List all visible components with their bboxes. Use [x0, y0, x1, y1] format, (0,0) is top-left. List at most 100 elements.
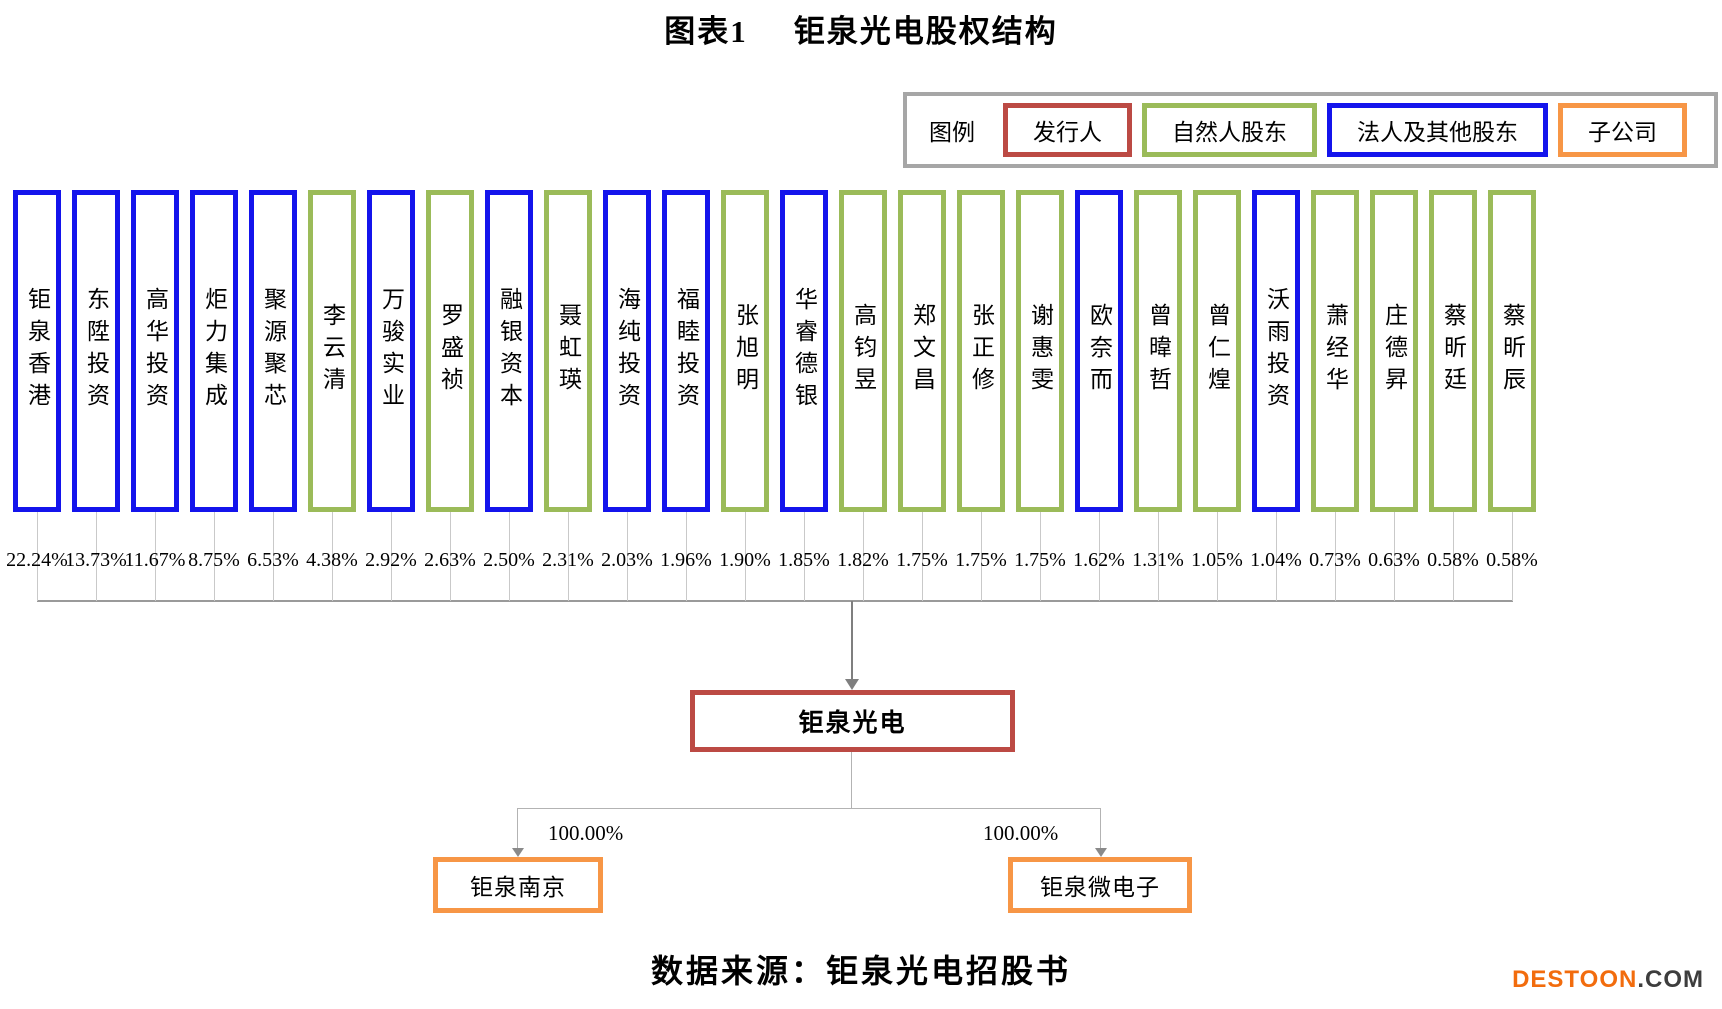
shareholder-name: 曾暐哲 [1145, 303, 1171, 399]
shareholder-box: 福睦投资 [662, 190, 710, 512]
shareholder-box: 聂虹瑛 [544, 190, 592, 512]
issuer-drop-line [851, 752, 852, 808]
subsidiary-percent-left: 100.00% [548, 821, 624, 845]
shareholder-percent: 1.85% [778, 549, 830, 571]
connector-line [508, 512, 510, 601]
shareholder-percent: 8.75% [188, 549, 240, 571]
shareholder-box: 融银资本 [485, 190, 533, 512]
shareholder-box: 曾暐哲 [1134, 190, 1182, 512]
shareholder-percent: 2.63% [424, 549, 476, 571]
title-text: 钜泉光电股权结构 [793, 14, 1058, 49]
connector-line [980, 512, 982, 601]
shareholder-percent: 4.38% [306, 549, 358, 571]
connector-line [154, 512, 156, 601]
shareholder-name: 高钧昱 [850, 303, 876, 399]
shareholder-box: 欧奈而 [1075, 190, 1123, 512]
shareholder-percent: 1.90% [719, 549, 771, 571]
watermark-suffix: .COM [1637, 966, 1704, 993]
legend-item-issuer: 发行人 [1003, 103, 1132, 157]
connector-line [213, 512, 215, 601]
subsidiary-drop-line-right [1100, 808, 1101, 849]
shareholder-percent: 2.31% [542, 549, 594, 571]
connector-line [685, 512, 687, 601]
shareholder-box: 庄德昇 [1370, 190, 1418, 512]
legend: 图例 发行人自然人股东法人及其他股东子公司 [903, 92, 1718, 168]
issuer-box: 钜泉光电 [690, 690, 1015, 752]
shareholder-name: 曾仁煌 [1204, 303, 1230, 399]
connector-line [1157, 512, 1159, 601]
shareholder-percent: 1.62% [1073, 549, 1125, 571]
connector-line [272, 512, 274, 601]
shareholder-percent: 0.63% [1368, 549, 1420, 571]
page-title: 图表1 钜泉光电股权结构 [0, 6, 1722, 51]
shareholder-box: 萧经华 [1311, 190, 1359, 512]
shareholder-name: 张旭明 [732, 303, 758, 399]
connector-line [1216, 512, 1218, 601]
connector-line [626, 512, 628, 601]
shareholder-name: 聚源聚芯 [260, 287, 286, 415]
connector-line [1098, 512, 1100, 601]
shareholder-name: 福睦投资 [673, 287, 699, 415]
shareholder-name: 张正修 [968, 303, 994, 399]
shareholder-percent: 22.24% [6, 549, 68, 571]
shareholder-box: 张正修 [957, 190, 1005, 512]
subsidiary-drop-line-left [517, 808, 518, 849]
main-arrow-line [851, 601, 853, 681]
shareholder-name: 融银资本 [496, 287, 522, 415]
shareholder-name: 欧奈而 [1086, 303, 1112, 399]
branch-line [517, 808, 1101, 809]
shareholder-percent: 2.03% [601, 549, 653, 571]
connector-line [921, 512, 923, 601]
connector-line [1039, 512, 1041, 601]
shareholder-box: 万骏实业 [367, 190, 415, 512]
shareholder-percent: 1.04% [1250, 549, 1302, 571]
connector-line [744, 512, 746, 601]
shareholder-percent: 1.75% [896, 549, 948, 571]
merge-line [37, 600, 1513, 602]
legend-item-natural_person: 自然人股东 [1142, 103, 1317, 157]
shareholder-box: 沃雨投资 [1252, 190, 1300, 512]
shareholder-percent: 0.58% [1427, 549, 1479, 571]
connector-line [862, 512, 864, 601]
shareholder-box: 张旭明 [721, 190, 769, 512]
shareholder-box: 海纯投资 [603, 190, 651, 512]
shareholder-name: 谢惠雯 [1027, 303, 1053, 399]
connector-line [1393, 512, 1395, 601]
connector-line [390, 512, 392, 601]
shareholder-name: 钜泉香港 [24, 287, 50, 415]
connector-line [95, 512, 97, 601]
shareholder-box: 罗盛祯 [426, 190, 474, 512]
shareholder-percent: 1.75% [1014, 549, 1066, 571]
connector-line [331, 512, 333, 601]
shareholder-name: 蔡昕廷 [1440, 303, 1466, 399]
connector-line [1511, 512, 1513, 601]
shareholder-name: 炬力集成 [201, 287, 227, 415]
watermark-brand: DESTOON [1512, 966, 1638, 993]
legend-item-subsidiary: 子公司 [1558, 103, 1687, 157]
connector-line [1334, 512, 1336, 601]
shareholder-percent: 1.96% [660, 549, 712, 571]
connector-line [567, 512, 569, 601]
connector-line [803, 512, 805, 601]
shareholder-percent: 2.92% [365, 549, 417, 571]
legend-item-legal_entity: 法人及其他股东 [1327, 103, 1548, 157]
shareholder-box: 聚源聚芯 [249, 190, 297, 512]
shareholder-name: 高华投资 [142, 287, 168, 415]
shareholder-name: 庄德昇 [1381, 303, 1407, 399]
shareholder-box: 蔡昕廷 [1429, 190, 1477, 512]
shareholder-name: 李云清 [319, 303, 345, 399]
connector-line [1275, 512, 1277, 601]
legend-items: 发行人自然人股东法人及其他股东子公司 [1003, 103, 1702, 157]
shareholder-box: 李云清 [308, 190, 356, 512]
shareholder-percent: 0.58% [1486, 549, 1538, 571]
shareholder-name: 萧经华 [1322, 303, 1348, 399]
shareholder-box: 华睿德银 [780, 190, 828, 512]
down-arrow-icon [1095, 848, 1107, 857]
shareholder-name: 万骏实业 [378, 287, 404, 415]
shareholder-name: 蔡昕辰 [1499, 303, 1525, 399]
connector-line [449, 512, 451, 601]
shareholder-box: 东陞投资 [72, 190, 120, 512]
shareholder-percent: 1.82% [837, 549, 889, 571]
figure-label: 图表1 [664, 14, 748, 49]
